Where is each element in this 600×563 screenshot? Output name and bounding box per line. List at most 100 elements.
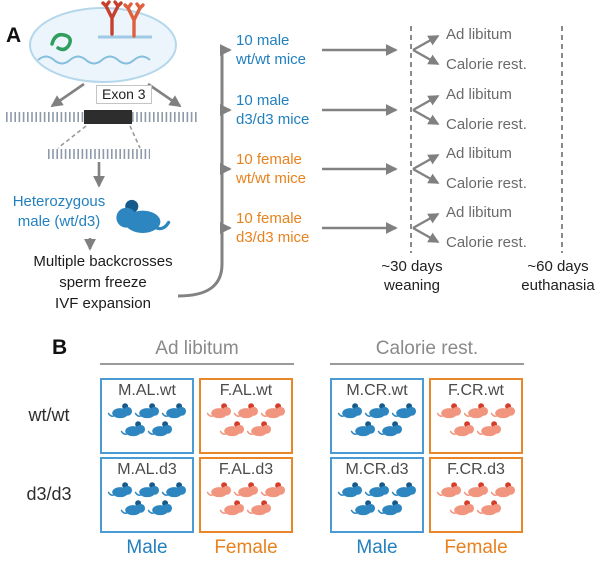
mouse-icon <box>449 500 476 516</box>
flow-arrows <box>84 34 440 298</box>
group-count: 10 female <box>236 151 302 168</box>
mouse-icon <box>490 482 517 498</box>
diet-calorie-rest-4: Calorie rest. <box>446 234 527 251</box>
group-genotype: wt/wt mice <box>236 51 307 68</box>
milestone-euthanasia: ~60 days euthanasia <box>512 257 600 295</box>
exon3-block <box>84 110 132 124</box>
group-cell-F-AL-wt: F.AL.wt <box>199 378 293 454</box>
breeding-process-label: Multiple backcrosses sperm freeze IVF ex… <box>10 251 196 314</box>
mouse-icon <box>436 482 463 498</box>
mouse-icon <box>449 421 476 437</box>
panel-a-artwork <box>6 0 563 298</box>
mice-icons <box>433 481 519 517</box>
group-count: 10 female <box>236 210 302 227</box>
group-code: F.CR.wt <box>448 382 504 399</box>
process-line2: sperm freeze <box>59 274 147 291</box>
mouse-icon <box>107 482 134 498</box>
deletion-dash-right <box>129 125 141 149</box>
group-count: 10 male <box>236 32 290 49</box>
mouse-icon <box>161 482 188 498</box>
panel-a-label: A <box>6 24 22 47</box>
heterozygous-line2: male (wt/d3) <box>17 213 101 230</box>
group-genotype: d3/d3 mice <box>236 229 310 246</box>
mouse-icon <box>476 421 503 437</box>
mice-icons <box>334 481 420 517</box>
dna-locus <box>6 110 197 159</box>
process-line3: IVF expansion <box>55 295 151 312</box>
group-cell-F-CR-wt: F.CR.wt <box>429 378 523 454</box>
group-code: F.AL.d3 <box>218 461 274 478</box>
group-cell-F-AL-d3: F.AL.d3 <box>199 457 293 533</box>
mouse-icon <box>436 403 463 419</box>
deletion-dash-left <box>57 125 87 149</box>
diet-ad-libitum-1: Ad libitum <box>446 26 512 43</box>
mouse-icon <box>107 403 134 419</box>
mouse-icon <box>219 421 246 437</box>
row-label-d3d3: d3/d3 <box>26 484 72 504</box>
mouse-icon <box>337 403 364 419</box>
mouse-icon <box>233 403 260 419</box>
mice-icons <box>104 402 190 438</box>
branch-trunk <box>177 50 224 298</box>
diet-ad-libitum-3: Ad libitum <box>446 145 512 162</box>
diet-ad-libitum-4: Ad libitum <box>446 204 512 221</box>
group-cell-M-CR-d3: M.CR.d3 <box>330 457 424 533</box>
mouse-icon <box>147 500 174 516</box>
diet-calorie-rest-1: Calorie rest. <box>446 56 527 73</box>
mouse-icon <box>463 482 490 498</box>
group-male-d3d3: 10 male d3/d3 mice <box>236 91 328 129</box>
group-code: F.AL.wt <box>219 382 273 399</box>
sex-label-female-cr: Female <box>444 537 508 558</box>
group-cell-M-CR-wt: M.CR.wt <box>330 378 424 454</box>
group-code: M.AL.d3 <box>117 461 177 478</box>
sex-label-male-al: Male <box>126 537 168 558</box>
mouse-icon <box>350 421 377 437</box>
group-female-wtwt: 10 female wt/wt mice <box>236 150 328 188</box>
group-female-d3d3: 10 female d3/d3 mice <box>236 209 328 247</box>
cas9-proteins <box>101 0 145 38</box>
mouse-icon <box>206 482 233 498</box>
sex-label-female-al: Female <box>214 537 278 558</box>
mice-icons <box>433 402 519 438</box>
mouse-icon <box>134 482 161 498</box>
heterozygous-line1: Heterozygous <box>12 193 106 210</box>
mouse-icon <box>337 482 364 498</box>
exon-target-arrows <box>50 82 182 108</box>
mouse-icon <box>391 482 418 498</box>
group-code: M.AL.wt <box>118 382 176 399</box>
mouse-icon <box>120 421 147 437</box>
mice-icons <box>104 481 190 517</box>
heterozygous-label: Heterozygous male (wt/d3) <box>2 192 116 232</box>
mouse-icon <box>134 403 161 419</box>
mice-icons <box>334 402 420 438</box>
header-ad-libitum: Ad libitum <box>100 338 294 365</box>
header-calorie-rest: Calorie rest. <box>330 338 524 365</box>
sex-label-male-cr: Male <box>356 537 398 558</box>
mouse-icon <box>364 482 391 498</box>
mouse-icon <box>206 403 233 419</box>
group-cell-M-AL-wt: M.AL.wt <box>100 378 194 454</box>
mouse-icon <box>260 482 287 498</box>
mouse-icon <box>246 421 273 437</box>
milestone-time: ~60 days <box>527 258 589 275</box>
group-code: M.CR.d3 <box>345 461 409 478</box>
milestone-event: weaning <box>384 277 440 294</box>
mouse-icon <box>350 500 377 516</box>
diet-ad-libitum-2: Ad libitum <box>446 86 512 103</box>
panel-b-label: B <box>52 336 68 359</box>
mouse-icon <box>219 500 246 516</box>
process-line1: Multiple backcrosses <box>33 253 173 270</box>
cell-crispr-illustration <box>29 0 177 83</box>
milestone-event: euthanasia <box>521 277 595 294</box>
group-cell-M-AL-d3: M.AL.d3 <box>100 457 194 533</box>
heterozygous-mouse-icon <box>112 199 172 235</box>
panel-b: B Ad libitum Calorie rest. wt/wt d3/d3 M… <box>0 330 600 563</box>
mouse-icon <box>246 500 273 516</box>
group-male-wtwt: 10 male wt/wt mice <box>236 31 328 69</box>
group-code: F.CR.d3 <box>447 461 505 478</box>
milestone-time: ~30 days <box>381 258 443 275</box>
grna-ribbon <box>50 32 72 52</box>
mouse-icon <box>120 500 147 516</box>
row-label-wtwt: wt/wt <box>28 405 70 425</box>
